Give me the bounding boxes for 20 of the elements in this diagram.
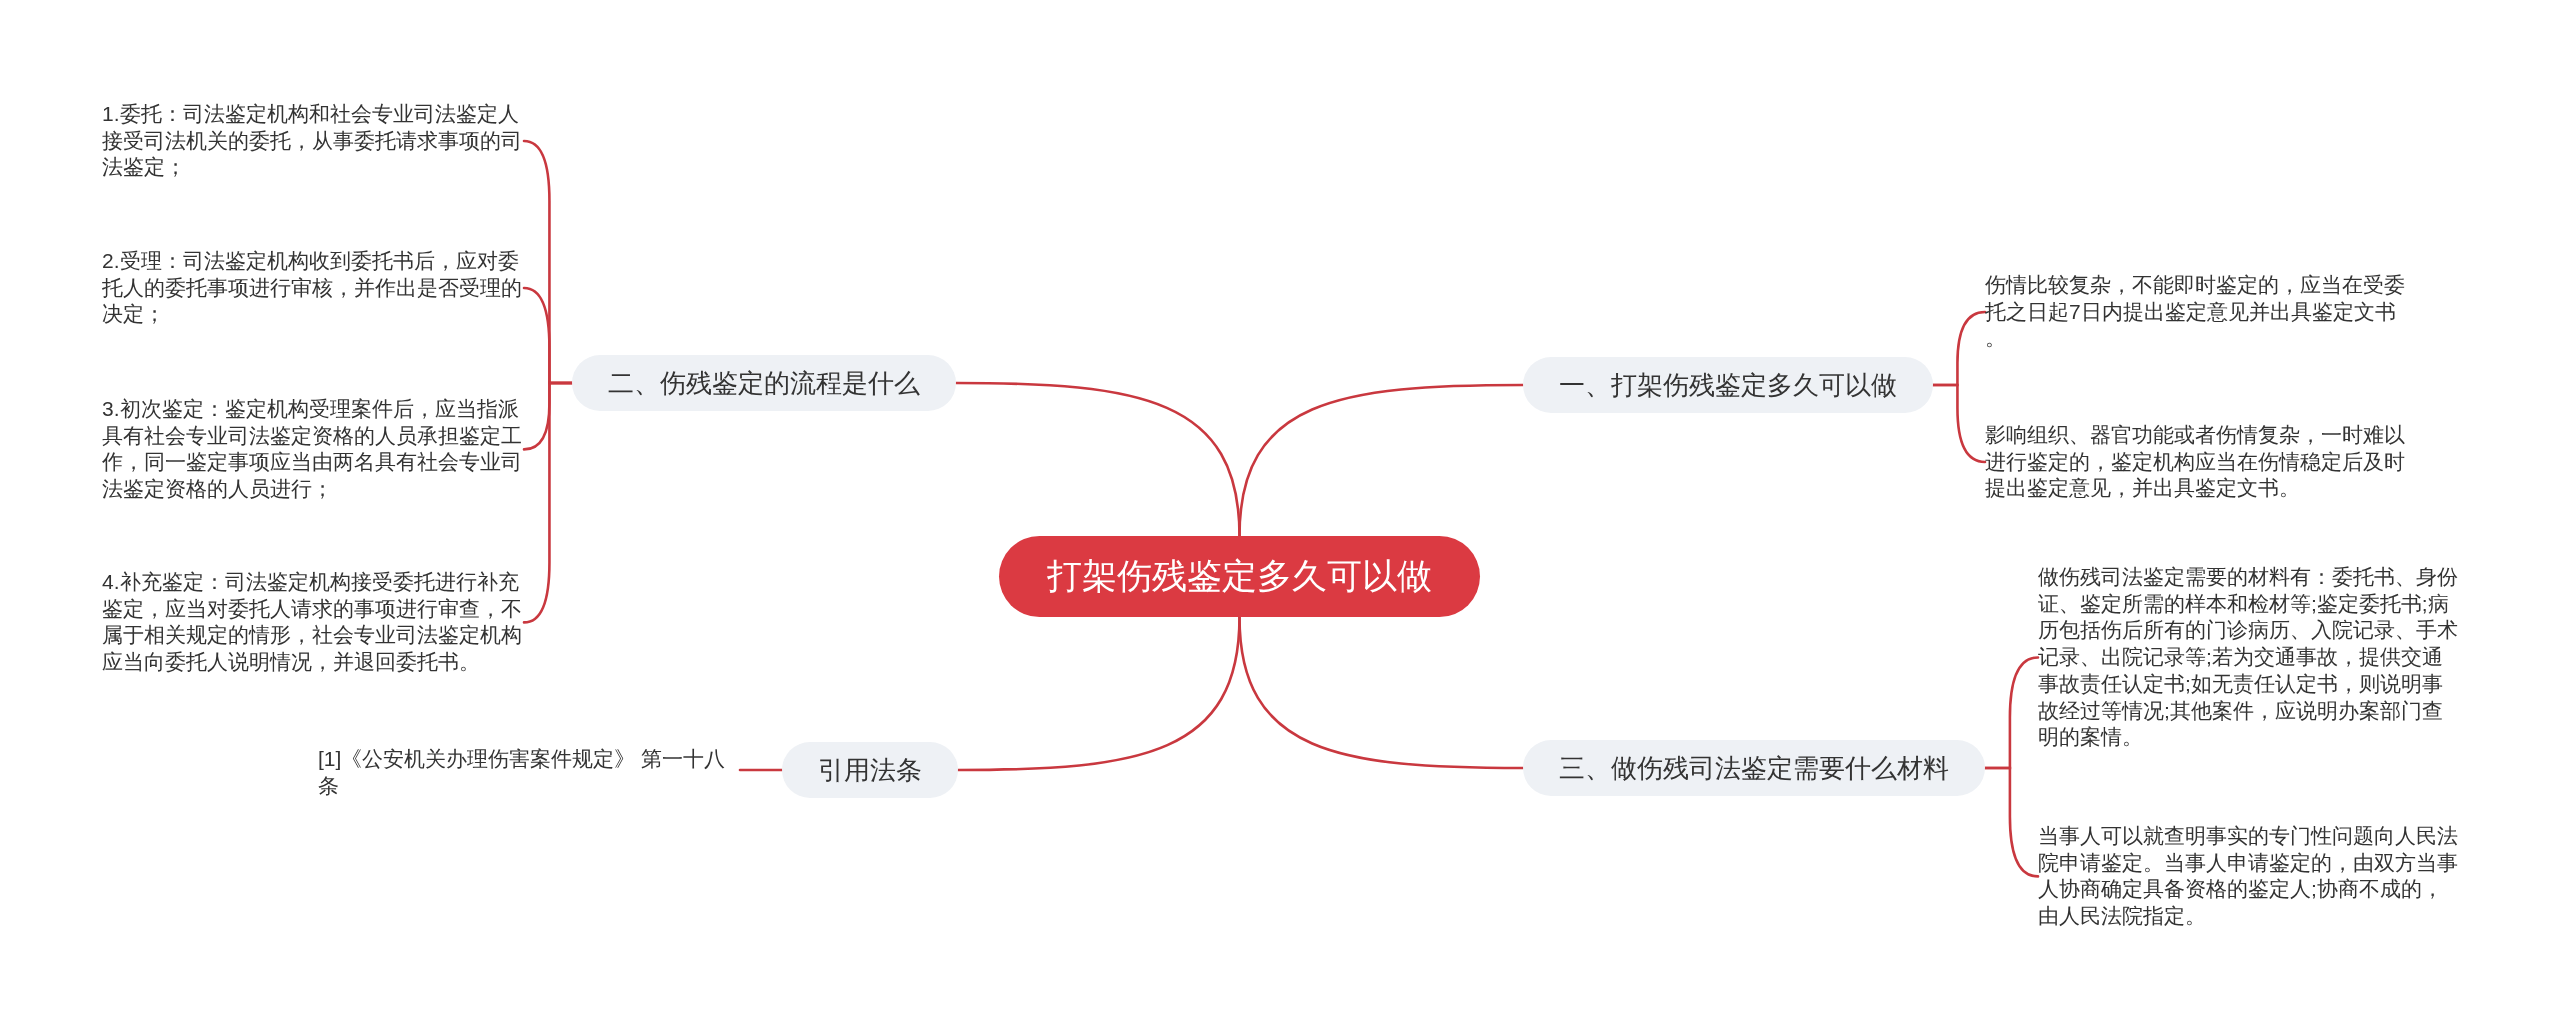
topic-pill: 一、打架伤残鉴定多久可以做 <box>1523 357 1933 413</box>
connector-line <box>738 768 784 772</box>
note-text: 当事人可以就查明事实的专门性问题向人民法院申请鉴定。当事人申请鉴定的，由双方当事人协商确定具备资格的鉴定人;协商不成的，由人民法院指定。 <box>2038 823 2460 930</box>
note-text: 做伤残司法鉴定需要的材料有：委托书、身份证、鉴定所需的样本和检材等;鉴定委托书;病历包括伤后所有的门诊病历、入院记录、手术记录、出院记录等;若为交通事故，提供交通事故责任认定书;如无责任认定书，则说明事故经过等情况;其他案件，应说明办案部门查明的案情。 <box>2038 564 2460 751</box>
note-text: 影响组织、器官功能或者伤情复杂，一时难以进行鉴定的，鉴定机构应当在伤情稳定后及时提出鉴定意见，并出具鉴定文书。 <box>1985 422 2407 503</box>
note-text: 伤情比较复杂，不能即时鉴定的，应当在受委托之日起7日内提出鉴定意见并出具鉴定文书。 <box>1985 272 2407 353</box>
connector-line <box>522 381 574 624</box>
note-text: [1]《公安机关办理伤害案件规定》 第一十八条 <box>318 746 740 800</box>
connector-line <box>956 615 1241 772</box>
connector-line <box>1983 766 2040 878</box>
central-topic: 打架伤残鉴定多久可以做 <box>999 536 1480 617</box>
note-text: 3.初次鉴定：鉴定机构受理案件后，应当指派具有社会专业司法鉴定资格的人员承担鉴定工作，同一鉴定事项应当由两名具有社会专业司法鉴定资格的人员进行； <box>102 396 524 503</box>
topic-pill: 三、做伤残司法鉴定需要什么材料 <box>1523 740 1985 796</box>
topic-pill: 引用法条 <box>782 742 958 798</box>
note-text: 1.委托：司法鉴定机构和社会专业司法鉴定人接受司法机关的委托，从事委托请求事项的司法鉴定； <box>102 101 524 182</box>
note-text: 4.补充鉴定：司法鉴定机构接受委托进行补充鉴定，应当对委托人请求的事项进行审查，不属于相关规定的情形，社会专业司法鉴定机构应当向委托人说明情况，并退回委托书。 <box>102 569 524 676</box>
topic-pill: 二、伤残鉴定的流程是什么 <box>572 355 956 411</box>
connector-line <box>1931 383 1987 464</box>
connector-line <box>954 381 1241 538</box>
note-text: 2.受理：司法鉴定机构收到委托书后，应对委托人的委托事项进行审核，并作出是否受理的决定； <box>102 248 524 329</box>
